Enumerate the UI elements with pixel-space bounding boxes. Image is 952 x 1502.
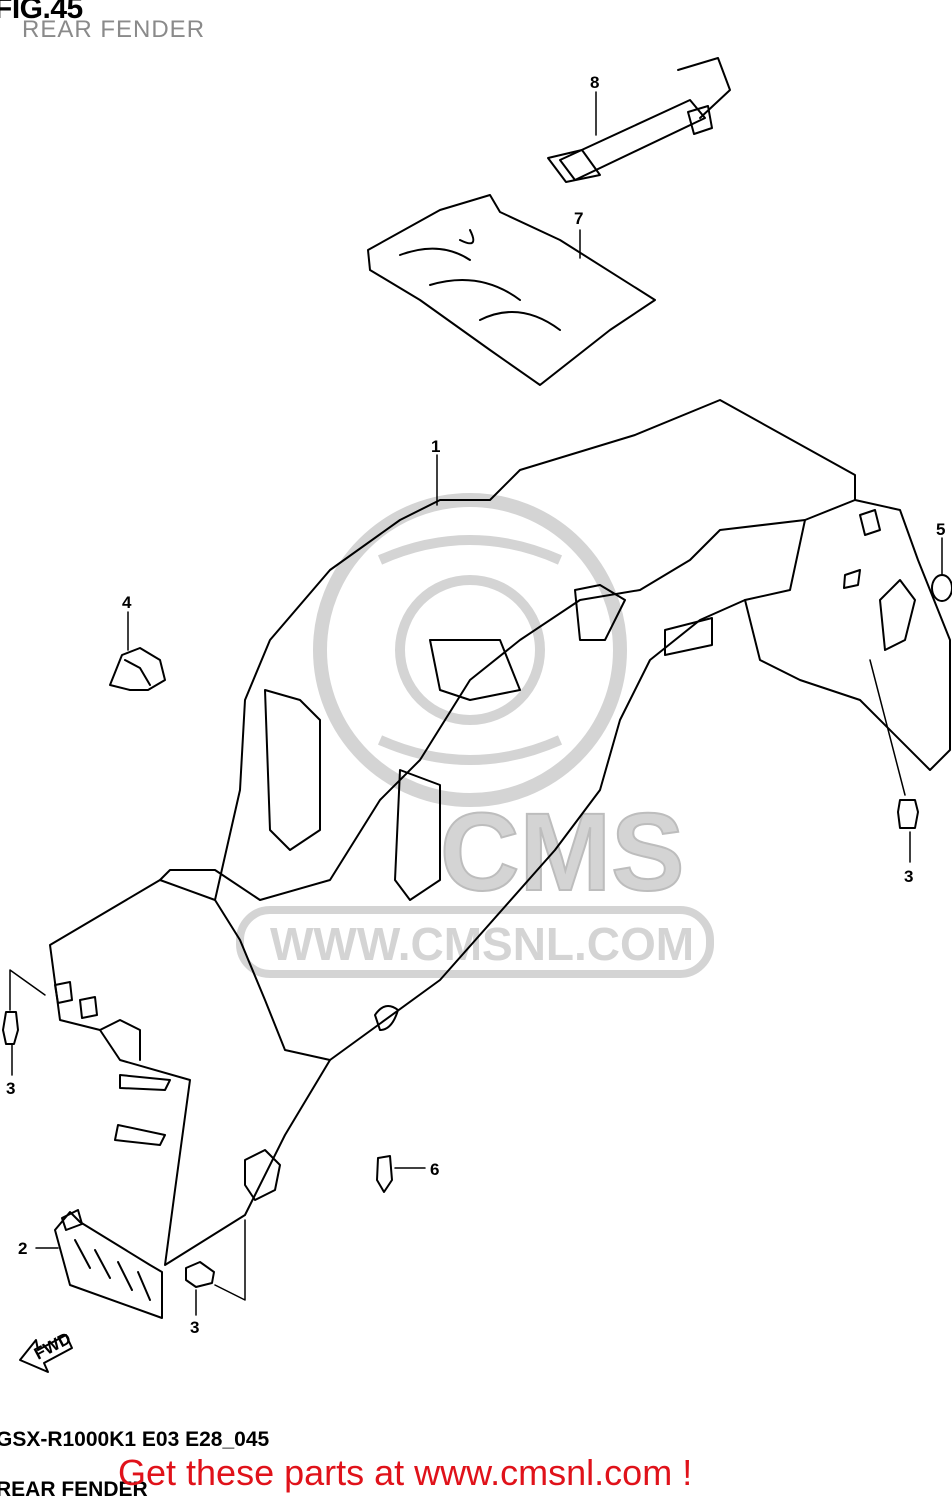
- part-3-bolt-right: [897, 799, 919, 829]
- callout-4: 4: [122, 593, 132, 612]
- figure-subtitle: REAR FENDER: [22, 16, 206, 43]
- callout-8: 8: [590, 73, 599, 92]
- callout-5: 5: [936, 520, 945, 539]
- part-3-bolt-left: [2, 1011, 19, 1045]
- part-3-bolt-bottom: [185, 1261, 215, 1288]
- callout-6: 6: [430, 1160, 439, 1179]
- leader-lines: [9, 91, 943, 1316]
- callout-2: 2: [18, 1239, 27, 1258]
- watermark-url: WWW.CMSNL.COM: [270, 918, 694, 970]
- part-7-mat: [367, 194, 656, 386]
- callout-3-right: 3: [904, 867, 913, 886]
- figure-footer-title: REAR FENDER: [0, 1478, 148, 1501]
- callout-7: 7: [574, 209, 583, 228]
- figure-number: FIG.45: [0, 0, 83, 25]
- figure-code: GSX-R1000K1 E03 E28_045: [0, 1428, 270, 1451]
- callout-3-left: 3: [6, 1079, 15, 1098]
- part-6-rivet: [376, 1155, 393, 1193]
- fwd-arrow-icon: [19, 1334, 73, 1373]
- part-1-rear-fender: [49, 399, 951, 1266]
- promo-link[interactable]: Get these parts at www.cmsnl.com !: [118, 1452, 693, 1493]
- part-4-clip: [109, 647, 166, 691]
- callout-3-bottom: 3: [190, 1318, 199, 1337]
- watermark-inner-ring: [395, 575, 545, 725]
- part-5-washer: [931, 574, 952, 602]
- part-2-guard: [54, 1209, 163, 1319]
- callout-1: 1: [431, 437, 440, 456]
- watermark-brand: CMS: [440, 791, 684, 914]
- part-8-strap: [547, 57, 731, 183]
